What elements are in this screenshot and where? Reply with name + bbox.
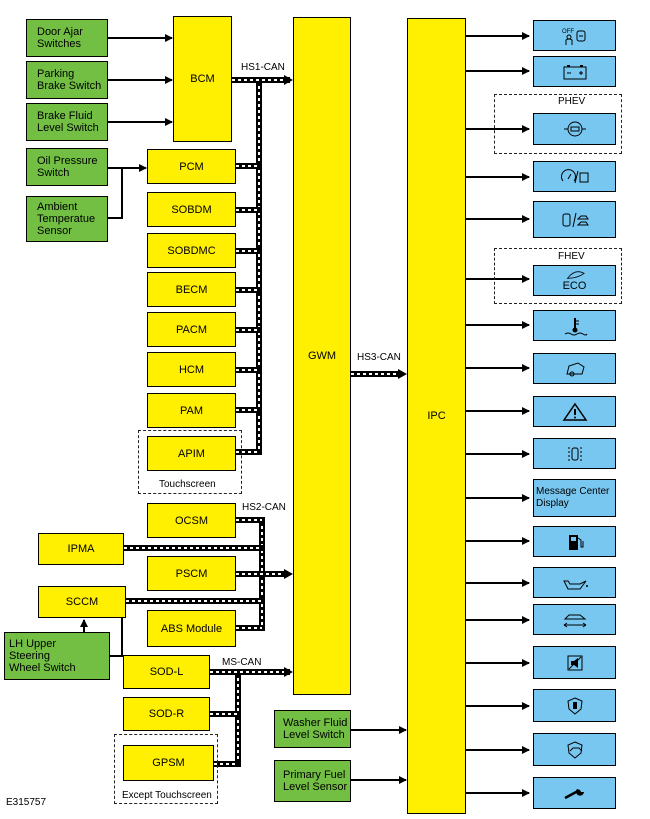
indicator-eco: ECO [533, 265, 616, 296]
primary-fuel-level-sensor: Primary Fuel Level Sensor [274, 760, 351, 802]
fhev-group [494, 248, 622, 304]
hs2-can-label: HS2-CAN [242, 502, 286, 513]
indicator-coolant-temp [533, 310, 616, 341]
ambient-temperature-sensor: Ambient Temperatue Sensor [26, 196, 108, 242]
indicator-oil [533, 567, 616, 598]
lh-upper-steering-wheel-switch: LH Upper Steering Wheel Switch [4, 632, 110, 680]
ipma-module: IPMA [38, 533, 124, 565]
eco-leaf-icon [566, 270, 585, 279]
apim-module: APIM [147, 436, 236, 471]
ocsm-module: OCSM [147, 503, 236, 538]
sod-l-module: SOD-L [123, 655, 210, 689]
speaker-muted-icon [567, 655, 582, 670]
indicator-battery [533, 56, 616, 87]
coolant-temp-icon [564, 317, 587, 335]
shield-key-icon [566, 696, 583, 715]
ipc-module: IPC [407, 18, 466, 814]
brake-fluid-level-switch: Brake Fluid Level Switch [26, 103, 108, 141]
pscm-module: PSCM [147, 556, 236, 591]
eco-text: ECO [562, 279, 587, 292]
phev-circle-icon [563, 121, 586, 137]
hs3-can-label: HS3-CAN [357, 352, 401, 363]
indicator-engine [533, 353, 616, 384]
sobdm-module: SOBDM [147, 192, 236, 227]
figure-id: E315757 [6, 797, 47, 808]
fhev-label: FHEV [558, 251, 585, 262]
oil-pressure-switch: Oil Pressure Switch [26, 148, 108, 186]
indicator-seatbelt: OFF [533, 20, 616, 51]
hcm-module: HCM [147, 352, 236, 387]
seatbelt-off-icon: OFF [562, 29, 585, 45]
phev-label: PHEV [558, 96, 586, 107]
hs1-can-label: HS1-CAN [241, 62, 285, 73]
cruise-driver-assist-icon [560, 168, 588, 183]
wrench-icon [563, 789, 584, 800]
indicator-shield-car [533, 733, 616, 766]
becm-module: BECM [147, 272, 236, 307]
indicator-fuel [533, 526, 616, 557]
sobdmc-module: SOBDMC [147, 233, 236, 268]
indicator-cruise-assist [533, 161, 616, 192]
ms-can-label: MS-CAN [222, 657, 262, 668]
indicator-vehicle-ahead [533, 201, 616, 238]
lane-vehicle-icon [568, 446, 581, 461]
traction-icon [563, 614, 586, 627]
door-ajar-switches: Door Ajar Switches [26, 19, 108, 57]
engine-icon [565, 361, 585, 376]
parking-brake-switch: Parking Brake Switch [26, 61, 108, 99]
message-center-display: Message Center Display [533, 479, 616, 517]
vehicle-ahead-icon [562, 212, 589, 227]
indicator-warning [533, 396, 616, 427]
touchscreen-label: Touchscreen [159, 479, 216, 490]
phev-group [494, 94, 622, 154]
sccm-module: SCCM [38, 586, 126, 618]
except-touchscreen-label: Except Touchscreen [122, 790, 212, 801]
indicator-phev [533, 113, 616, 145]
gwm-module: GWM [293, 17, 351, 695]
indicator-speaker-muted [533, 646, 616, 679]
shield-car-icon [566, 740, 583, 759]
gpsm-module: GPSM [123, 745, 214, 781]
pam-module: PAM [147, 393, 236, 428]
washer-fluid-level-switch: Washer Fluid Level Switch [274, 710, 351, 748]
warning-triangle-icon [562, 402, 587, 421]
sod-r-module: SOD-R [123, 697, 210, 731]
pcm-module: PCM [147, 149, 236, 184]
fuel-pump-icon [568, 534, 583, 550]
abs-module: ABS Module [147, 610, 236, 647]
oil-can-icon [562, 580, 588, 589]
indicator-traction [533, 604, 616, 635]
bcm-module: BCM [173, 16, 232, 142]
indicator-lane-vehicle [533, 438, 616, 469]
except-touchscreen-group [114, 734, 218, 804]
indicator-service [533, 777, 616, 809]
battery-icon [563, 64, 586, 79]
off-text: OFF [562, 29, 574, 35]
pacm-module: PACM [147, 312, 236, 347]
indicator-shield-key [533, 689, 616, 722]
touchscreen-group [138, 430, 242, 494]
